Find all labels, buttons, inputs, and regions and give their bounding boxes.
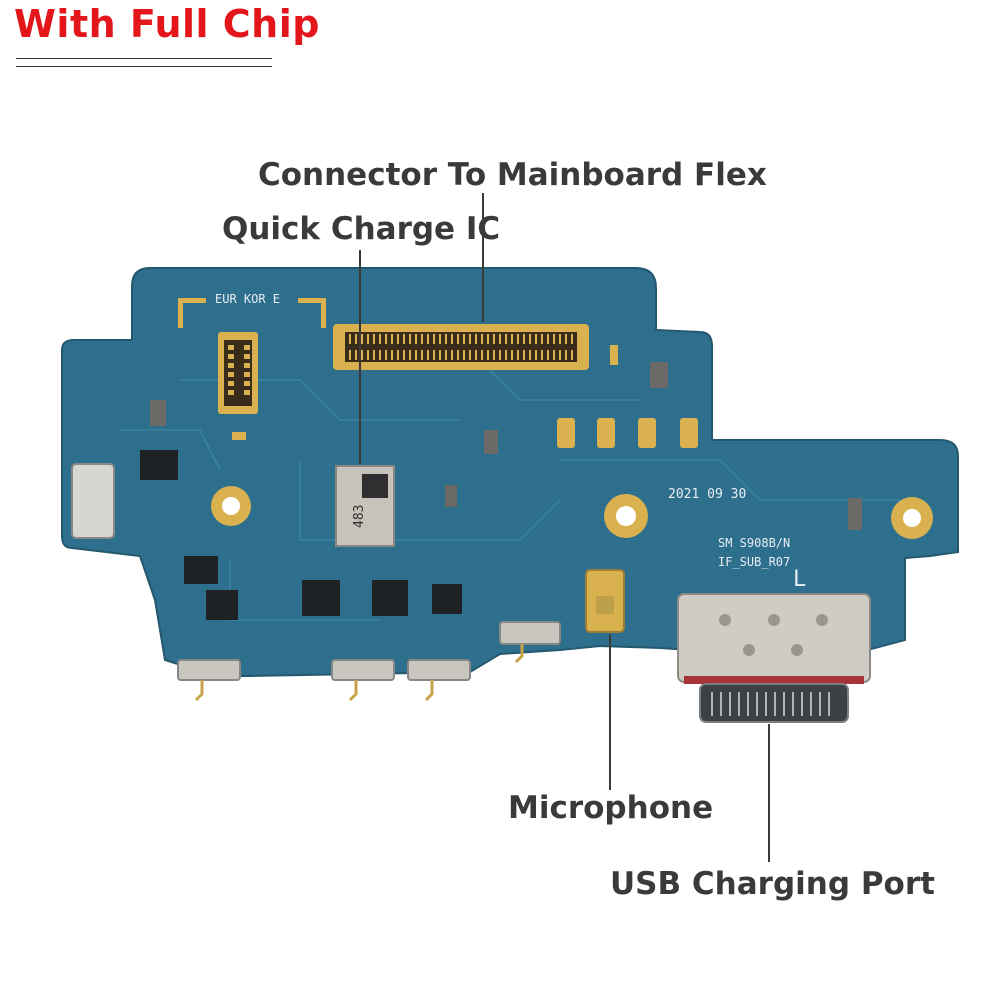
callout-usb-label: USB Charging Port xyxy=(610,866,935,902)
silkscreen-rev: L xyxy=(793,567,806,592)
silkscreen-region: EUR KOR E xyxy=(215,292,280,306)
callout-connector-label: Connector To Mainboard Flex xyxy=(258,157,767,193)
side-connector-pin xyxy=(244,372,250,377)
page-title: With Full Chip xyxy=(14,2,320,46)
side-connector-pin xyxy=(244,345,250,350)
title-underline-2 xyxy=(16,66,272,67)
silkscreen-model-2: IF_SUB_R07 xyxy=(718,555,790,569)
fiducial-marks xyxy=(178,298,618,440)
mainboard-flex-connector xyxy=(333,324,589,370)
quick-charge-ic: 483 xyxy=(335,465,395,547)
smd-passives xyxy=(150,362,862,530)
switch-legs xyxy=(194,644,524,702)
callout-microphone-label: Microphone xyxy=(508,790,714,826)
silkscreen-model-1: SM S908B/N xyxy=(718,536,790,550)
side-connector-pin xyxy=(244,363,250,368)
test-pads xyxy=(557,418,698,448)
side-connector-pin xyxy=(228,390,234,395)
tactile-switches xyxy=(71,463,561,681)
mounting-holes xyxy=(211,486,933,539)
usb-c-port xyxy=(677,593,871,723)
title-underline xyxy=(16,58,272,59)
side-connector-pin xyxy=(244,354,250,359)
pcb-board xyxy=(61,267,959,677)
microphone-component xyxy=(585,569,625,633)
callout-quick-charge-label: Quick Charge IC xyxy=(222,211,501,247)
side-connector xyxy=(218,332,258,414)
side-connector-pin xyxy=(228,345,234,350)
smd-chips xyxy=(140,450,462,620)
side-connector-pin xyxy=(244,381,250,386)
side-connector-pin xyxy=(228,354,234,359)
chip-marking: 483 xyxy=(352,505,367,528)
side-connector-pin xyxy=(228,381,234,386)
silkscreen-date: 2021 09 30 xyxy=(668,487,746,502)
side-connector-pin xyxy=(228,372,234,377)
side-connector-pin xyxy=(244,390,250,395)
callout-lines xyxy=(359,193,770,862)
side-connector-pin xyxy=(228,363,234,368)
